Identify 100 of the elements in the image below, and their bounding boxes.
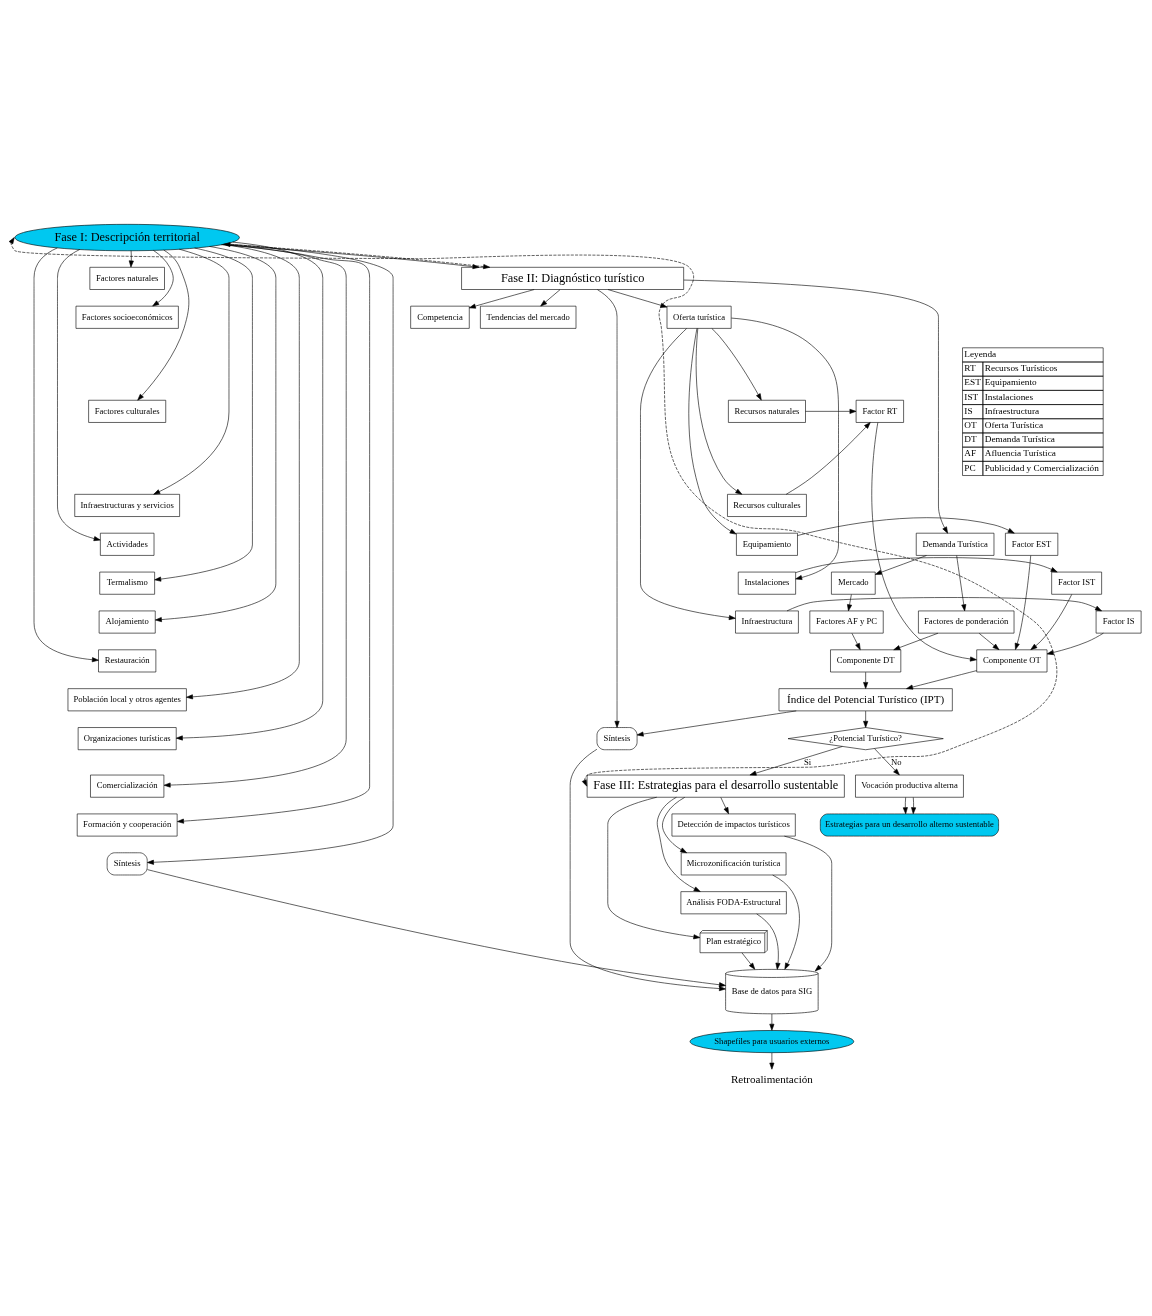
arrow bbox=[978, 633, 1000, 650]
arrow bbox=[769, 1013, 775, 1031]
node-box: Síntesis bbox=[106, 852, 148, 876]
arrow bbox=[785, 422, 871, 495]
node-box: Factores naturales bbox=[89, 267, 165, 290]
node-box: Instalaciones bbox=[737, 571, 796, 595]
node-box: Microzonificación turística bbox=[680, 852, 787, 876]
arrow bbox=[147, 243, 394, 865]
node-box: Detección de impactos turísticos bbox=[671, 813, 796, 837]
node-ellipse: Fase I: Descripción territorial bbox=[14, 224, 240, 252]
node-box: Factores AF y PC bbox=[809, 610, 884, 634]
arrow bbox=[569, 749, 726, 992]
arrow bbox=[863, 671, 869, 689]
node-box: Competencia bbox=[410, 305, 470, 329]
arrow bbox=[786, 597, 1102, 612]
node-box: Fase II: Diagnóstico turístico bbox=[461, 267, 684, 290]
label: Demanda Turística bbox=[984, 434, 1055, 445]
node-box: Formación y cooperación bbox=[76, 813, 178, 837]
arrow bbox=[662, 797, 687, 854]
node-box: Oferta turística bbox=[666, 305, 732, 329]
label: PC bbox=[964, 462, 976, 473]
node-box: Infraestructura bbox=[735, 610, 799, 634]
node-box: Factores culturales bbox=[88, 399, 167, 423]
arrow bbox=[636, 710, 797, 737]
node-ellipse: Shapefiles para usuarios externos bbox=[689, 1030, 855, 1053]
node-box: Factor IST bbox=[1051, 571, 1102, 595]
node-box: Síntesis bbox=[596, 727, 638, 751]
label: EST bbox=[964, 377, 981, 388]
arrow bbox=[128, 250, 134, 268]
label: Recursos Turísticos bbox=[984, 363, 1058, 374]
node-box: Organizaciones turísticas bbox=[77, 727, 177, 751]
arrow bbox=[1030, 594, 1073, 650]
arrow bbox=[177, 243, 370, 824]
arrow bbox=[175, 241, 324, 741]
arrow bbox=[906, 670, 977, 690]
arrow bbox=[1014, 555, 1032, 650]
label: Equipamiento bbox=[984, 377, 1037, 388]
arrow bbox=[874, 748, 900, 776]
arrow bbox=[469, 289, 535, 309]
arrow bbox=[711, 328, 762, 401]
arrow bbox=[772, 874, 800, 970]
node-box: Factor IS bbox=[1095, 610, 1142, 634]
node-box: Actividades bbox=[100, 532, 155, 556]
arrow bbox=[805, 408, 857, 414]
label: IST bbox=[964, 391, 979, 402]
arrow bbox=[186, 244, 300, 700]
arrow bbox=[911, 797, 917, 815]
label: Infraestructura bbox=[984, 405, 1040, 416]
arrow bbox=[57, 249, 101, 541]
arrow bbox=[784, 835, 833, 972]
label: Leyenda bbox=[964, 349, 997, 360]
node-box: Factor EST bbox=[1005, 532, 1059, 556]
arrow bbox=[640, 328, 736, 620]
node-box: Vocación productiva alterna bbox=[855, 774, 964, 798]
arrow bbox=[795, 557, 1058, 573]
node-box: Mercado bbox=[831, 571, 876, 595]
arrow bbox=[8, 237, 1057, 787]
arrow bbox=[607, 289, 668, 308]
arrow bbox=[656, 796, 701, 892]
node-box: Recursos culturales bbox=[727, 494, 807, 517]
edge-label: No bbox=[890, 756, 902, 767]
arrow bbox=[797, 517, 1015, 536]
arrow bbox=[871, 422, 977, 662]
arrow bbox=[163, 244, 347, 788]
node-box: Factor RT bbox=[855, 399, 904, 423]
arrow bbox=[152, 250, 174, 307]
label: Afluencia Turística bbox=[984, 448, 1056, 459]
arrow bbox=[851, 633, 861, 650]
arrow bbox=[902, 797, 908, 815]
arrow bbox=[153, 248, 230, 495]
arrow bbox=[756, 913, 781, 970]
arrow bbox=[874, 555, 927, 575]
arrow bbox=[688, 328, 737, 535]
arrow bbox=[749, 746, 843, 776]
arrow bbox=[147, 869, 726, 988]
node-box: Población local y otros agentes bbox=[67, 688, 187, 712]
label: DT bbox=[964, 434, 977, 445]
arrow bbox=[1046, 632, 1104, 655]
arrow bbox=[597, 289, 620, 728]
label: Instalaciones bbox=[984, 391, 1034, 402]
arrow bbox=[863, 710, 869, 728]
label: OT bbox=[964, 420, 977, 431]
node-box: Estrategias para un desarrollo alterno sustentable bbox=[820, 813, 999, 837]
node-box: Termalismo bbox=[99, 571, 155, 595]
label: RT bbox=[964, 363, 976, 374]
label: IS bbox=[964, 405, 973, 416]
node-text: Retroalimentación bbox=[730, 1073, 813, 1086]
arrow bbox=[956, 555, 967, 612]
label: AF bbox=[964, 448, 977, 459]
node-box: Recursos naturales bbox=[728, 399, 806, 423]
node-box: Comercialización bbox=[90, 774, 165, 798]
node-box: Índice del Potencial Turístico (IPT) bbox=[778, 688, 953, 712]
node-box: Equipamiento bbox=[736, 532, 798, 556]
node-box: Demanda Turística bbox=[915, 532, 995, 556]
node-box: Factores de ponderación bbox=[918, 610, 1015, 634]
arrow bbox=[540, 289, 561, 307]
edge-label: Si bbox=[804, 756, 812, 767]
arrow bbox=[893, 632, 939, 651]
node-diamond: ¿Potencial Turístico? bbox=[787, 727, 944, 751]
node-box: Fase III: Estrategias para el desarrollo sustentable bbox=[586, 774, 845, 798]
